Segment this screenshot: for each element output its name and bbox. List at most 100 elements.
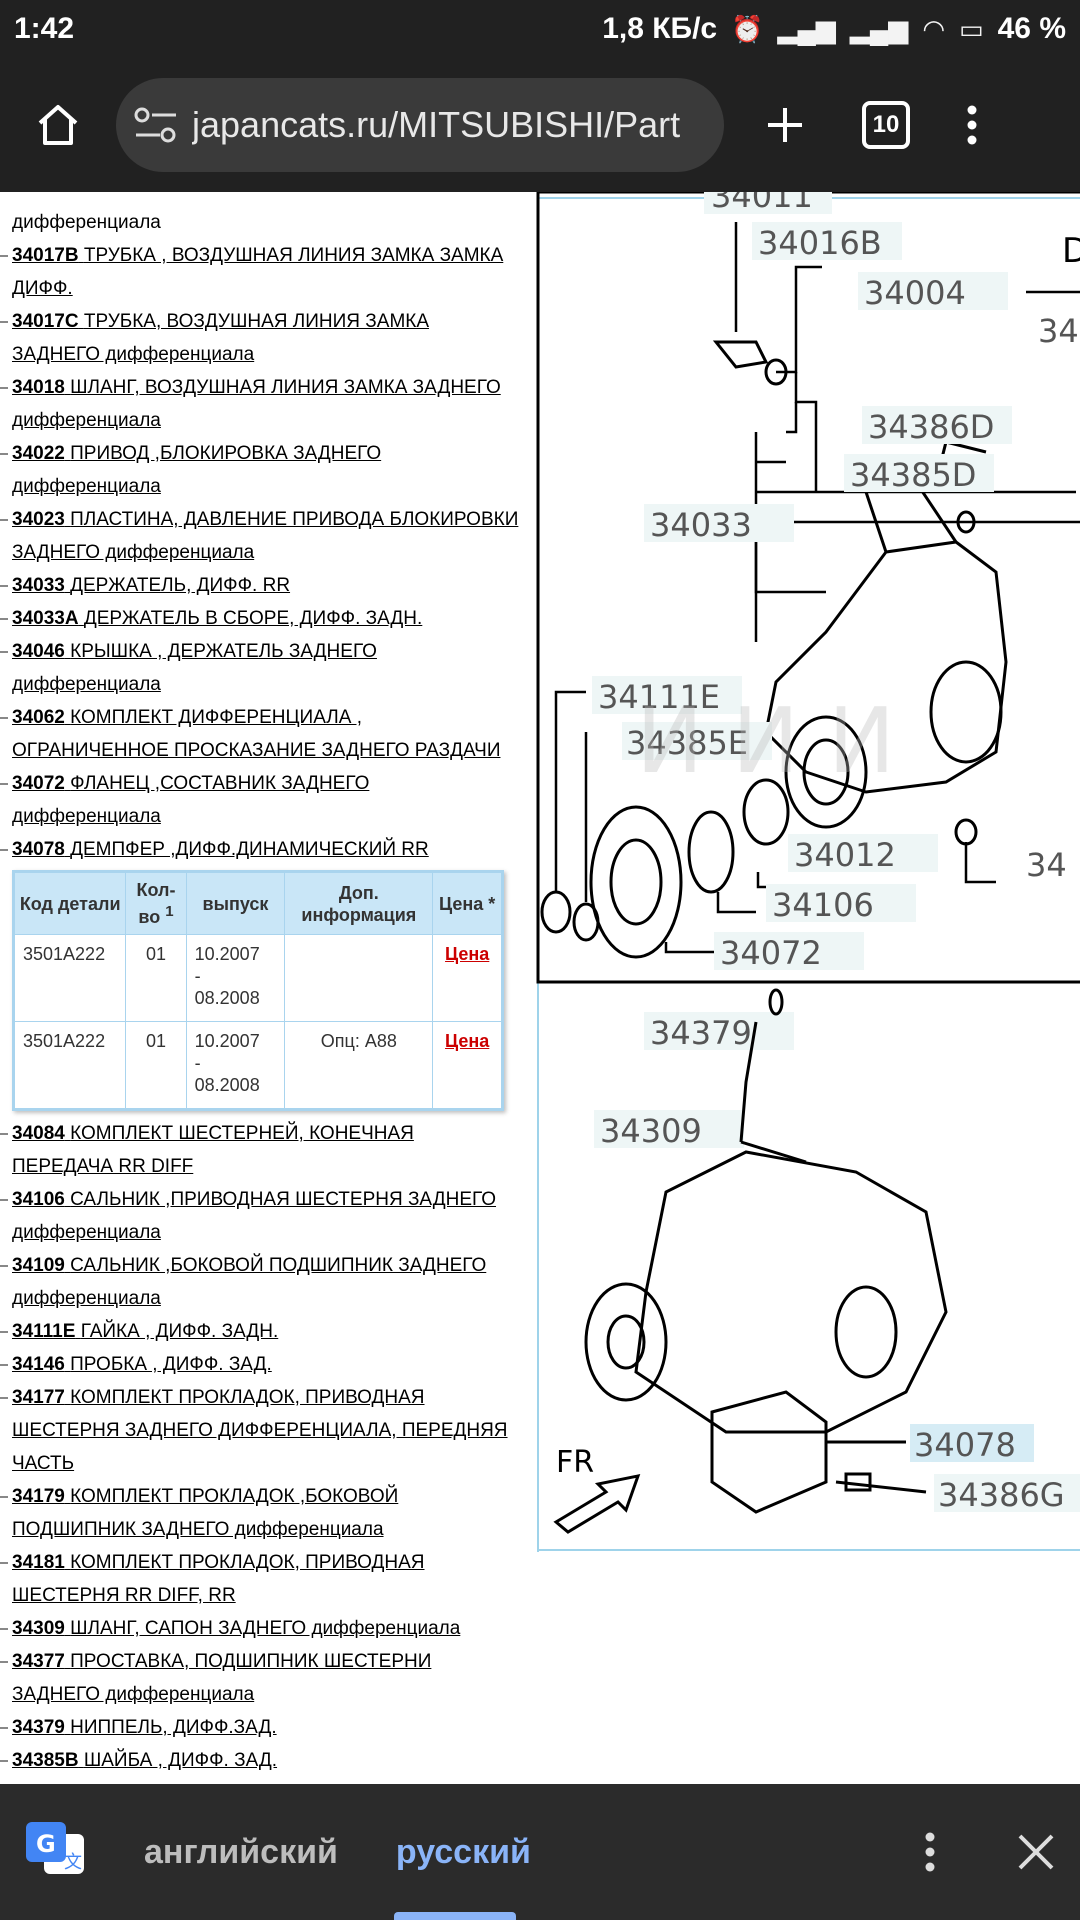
label-fr: FR <box>556 1445 594 1480</box>
part-name: КОМПЛЕКТ ДИФФЕРЕНЦИАЛА , ОГРАНИЧЕННОЕ ПР… <box>12 707 501 761</box>
part-code: 34111E <box>12 1321 76 1342</box>
language-target-tab[interactable]: русский <box>395 1832 531 1871</box>
part-name: ГАЙКА , ДИФФ. ЗАДН. <box>80 1321 279 1342</box>
part-code: 34109 <box>12 1255 65 1276</box>
label-34-mid[interactable]: 34 <box>1026 846 1067 884</box>
part-link[interactable]: 34072 ФЛАНЕЦ ,СОСТАВНИК ЗАДНЕГО дифферен… <box>12 773 369 827</box>
label-34309[interactable]: 34309 <box>600 1112 702 1150</box>
label-34078[interactable]: 34078 <box>914 1426 1016 1464</box>
new-tab-icon[interactable] <box>764 104 806 146</box>
list-item: 34022 ПРИВОД ,БЛОКИРОВКА ЗАДНЕГО диффере… <box>0 437 520 503</box>
part-link[interactable]: 34109 САЛЬНИК ,БОКОВОЙ ПОДШИПНИК ЗАДНЕГО… <box>12 1255 486 1309</box>
part-name: ПРОСТАВКА, ПОДШИПНИК ШЕСТЕРНИ ЗАДНЕГО ди… <box>12 1651 432 1705</box>
part-link[interactable]: 34017B ТРУБКА , ВОЗДУШНАЯ ЛИНИЯ ЗАМКА ЗА… <box>12 245 503 299</box>
truncated-entry-text: дифференциала <box>12 212 161 233</box>
list-item: 34177 КОМПЛЕКТ ПРОКЛАДОК, ПРИВОДНАЯ ШЕСТ… <box>0 1381 520 1480</box>
label-34379[interactable]: 34379 <box>650 1014 752 1052</box>
part-code: 34033A <box>12 608 79 629</box>
url-text[interactable]: japancats.ru/MITSUBISHI/Part <box>192 104 681 145</box>
label-34106[interactable]: 34106 <box>772 886 874 924</box>
release-from: 10.2007 <box>194 944 260 964</box>
part-link[interactable]: 34181 КОМПЛЕКТ ПРОКЛАДОК, ПРИВОДНАЯ ШЕСТ… <box>12 1552 425 1606</box>
part-name: ПЛАСТИНА, ДАВЛЕНИЕ ПРИВОДА БЛОКИРОВКИ ЗА… <box>12 509 519 563</box>
status-bar: 1:42 1,8 КБ/с ⏰ ▂▄▆ ▂▄▆ ◠ ▭ 46 % <box>0 0 1080 58</box>
label-34-top[interactable]: 34 <box>1038 312 1079 350</box>
label-34033[interactable]: 34033 <box>650 506 752 544</box>
part-code: 34072 <box>12 773 65 794</box>
home-icon <box>38 105 78 145</box>
header-code: Код детали <box>13 872 127 935</box>
part-link[interactable]: 34022 ПРИВОД ,БЛОКИРОВКА ЗАДНЕГО диффере… <box>12 443 381 497</box>
close-icon[interactable] <box>1016 1832 1056 1872</box>
status-icons: 1,8 КБ/с ⏰ ▂▄▆ ▂▄▆ ◠ ▭ 46 % <box>602 12 1066 46</box>
alarm-icon: ⏰ <box>731 13 764 44</box>
wifi-icon: ◠ <box>922 13 946 44</box>
flange-parts <box>540 340 978 959</box>
google-translate-icon[interactable]: G 文 <box>24 1820 88 1884</box>
translate-menu-icon[interactable] <box>924 1831 936 1873</box>
label-34004[interactable]: 34004 <box>864 274 966 312</box>
table-row: 3501A222 01 10.2007 - 08.2008 Опц: A88 Ц… <box>13 1021 502 1109</box>
part-link[interactable]: 34062 КОМПЛЕКТ ДИФФЕРЕНЦИАЛА , ОГРАНИЧЕН… <box>12 707 500 761</box>
cell-info: Опц: A88 <box>284 1021 434 1109</box>
label-34385d[interactable]: 34385D <box>850 456 976 494</box>
more-menu-icon[interactable] <box>966 104 978 146</box>
label-34011[interactable]: 34011 <box>711 192 813 215</box>
part-link[interactable]: 34146 ПРОБКА , ДИФФ. ЗАД. <box>12 1354 272 1375</box>
part-code: 34046 <box>12 641 65 662</box>
browser-toolbar: japancats.ru/MITSUBISHI/Part 10 <box>0 58 1080 192</box>
label-34386g[interactable]: 34386G <box>938 1476 1065 1514</box>
part-code: 34023 <box>12 509 65 530</box>
part-link[interactable]: 34379 НИППЕЛЬ, ДИФФ.ЗАД. <box>12 1717 277 1738</box>
label-34012[interactable]: 34012 <box>794 836 896 874</box>
part-link[interactable]: 34084 КОМПЛЕКТ ШЕСТЕРНЕЙ, КОНЕЧНАЯ ПЕРЕД… <box>12 1123 414 1177</box>
label-34386d[interactable]: 34386D <box>868 408 994 446</box>
diagram-labels: 34011 34016B 34004 D 34 34386D 34385D 34… <box>556 192 1080 1514</box>
part-link[interactable]: 34017C ТРУБКА, ВОЗДУШНАЯ ЛИНИЯ ЗАМКА ЗАД… <box>12 311 429 365</box>
part-link[interactable]: 34111E ГАЙКА , ДИФФ. ЗАДН. <box>12 1321 278 1342</box>
part-link[interactable]: 34046 КРЫШКА , ДЕРЖАТЕЛЬ ЗАДНЕГО диффере… <box>12 641 377 695</box>
sheet-handle[interactable] <box>394 1912 516 1920</box>
label-34016b[interactable]: 34016B <box>758 224 882 262</box>
part-link[interactable]: 34385B ШАЙБА , ДИФФ. ЗАД. <box>12 1750 277 1771</box>
part-name: ШЛАНГ, САПОН ЗАДНЕГО дифференциала <box>70 1618 461 1639</box>
label-34385e[interactable]: 34385E <box>626 724 748 762</box>
part-link[interactable]: 34018 ШЛАНГ, ВОЗДУШНАЯ ЛИНИЯ ЗАМКА ЗАДНЕ… <box>12 377 501 431</box>
part-link[interactable]: 34179 КОМПЛЕКТ ПРОКЛАДОК ,БОКОВОЙ ПОДШИП… <box>12 1486 398 1540</box>
cell-qty: 01 <box>125 934 187 1022</box>
label-34072[interactable]: 34072 <box>720 934 822 972</box>
part-link[interactable]: 34033 ДЕРЖАТЕЛЬ, ДИФФ. RR <box>12 575 290 596</box>
label-34111e[interactable]: 34111E <box>598 678 720 716</box>
part-code: 34062 <box>12 707 65 728</box>
home-button[interactable] <box>0 58 116 192</box>
part-link[interactable]: 34309 ШЛАНГ, САПОН ЗАДНЕГО дифференциала <box>12 1618 460 1639</box>
tabs-count: 10 <box>872 111 900 138</box>
part-link[interactable]: 34177 КОМПЛЕКТ ПРОКЛАДОК, ПРИВОДНАЯ ШЕСТ… <box>12 1387 508 1474</box>
part-link[interactable]: 34078 ДЕМПФЕР ,ДИФФ.ДИНАМИЧЕСКИЙ RR <box>12 839 429 860</box>
part-name: КРЫШКА , ДЕРЖАТЕЛЬ ЗАДНЕГО дифференциала <box>12 641 377 695</box>
part-link[interactable]: 34023 ПЛАСТИНА, ДАВЛЕНИЕ ПРИВОДА БЛОКИРО… <box>12 509 518 563</box>
site-settings-icon[interactable] <box>134 107 178 143</box>
list-item: 34084 КОМПЛЕКТ ШЕСТЕРНЕЙ, КОНЕЧНАЯ ПЕРЕД… <box>0 1117 520 1183</box>
list-item: 34033 ДЕРЖАТЕЛЬ, ДИФФ. RR <box>0 569 520 602</box>
language-source-tab[interactable]: английский <box>144 1832 338 1871</box>
tabs-button[interactable]: 10 <box>862 101 910 149</box>
part-name: ФЛАНЕЦ ,СОСТАВНИК ЗАДНЕГО дифференциала <box>12 773 370 827</box>
parts-list: дифференциала 34017B ТРУБКА , ВОЗДУШНАЯ … <box>0 192 520 1784</box>
parts-list-before-table: 34017B ТРУБКА , ВОЗДУШНАЯ ЛИНИЯ ЗАМКА ЗА… <box>0 239 520 866</box>
part-name: ДЕРЖАТЕЛЬ В СБОРЕ, ДИФФ. ЗАДН. <box>83 608 423 629</box>
table-row: 3501A222 01 10.2007 - 08.2008 Цена <box>13 934 502 1022</box>
list-item: 34179 КОМПЛЕКТ ПРОКЛАДОК ,БОКОВОЙ ПОДШИП… <box>0 1480 520 1546</box>
table-header-row: Код детали Кол-во 1 выпуск Доп. информац… <box>13 872 502 935</box>
part-link[interactable]: 34106 САЛЬНИК ,ПРИВОДНАЯ ШЕСТЕРНЯ ЗАДНЕГ… <box>12 1189 496 1243</box>
price-link[interactable]: Цена <box>445 1031 490 1051</box>
parts-diagram[interactable]: 34011 34016B 34004 D 34 34386D 34385D 34… <box>526 192 1080 1552</box>
part-link[interactable]: 34033A ДЕРЖАТЕЛЬ В СБОРЕ, ДИФФ. ЗАДН. <box>12 608 422 629</box>
price-link[interactable]: Цена <box>445 944 490 964</box>
svg-text:文: 文 <box>64 1852 82 1873</box>
part-name: ШАЙБА , ДИФФ. ЗАД. <box>83 1750 278 1771</box>
address-bar[interactable]: japancats.ru/MITSUBISHI/Part <box>116 78 724 172</box>
part-link[interactable]: 34377 ПРОСТАВКА, ПОДШИПНИК ШЕСТЕРНИ ЗАДН… <box>12 1651 431 1705</box>
part-code: 34022 <box>12 443 65 464</box>
part-code: 34309 <box>12 1618 65 1639</box>
